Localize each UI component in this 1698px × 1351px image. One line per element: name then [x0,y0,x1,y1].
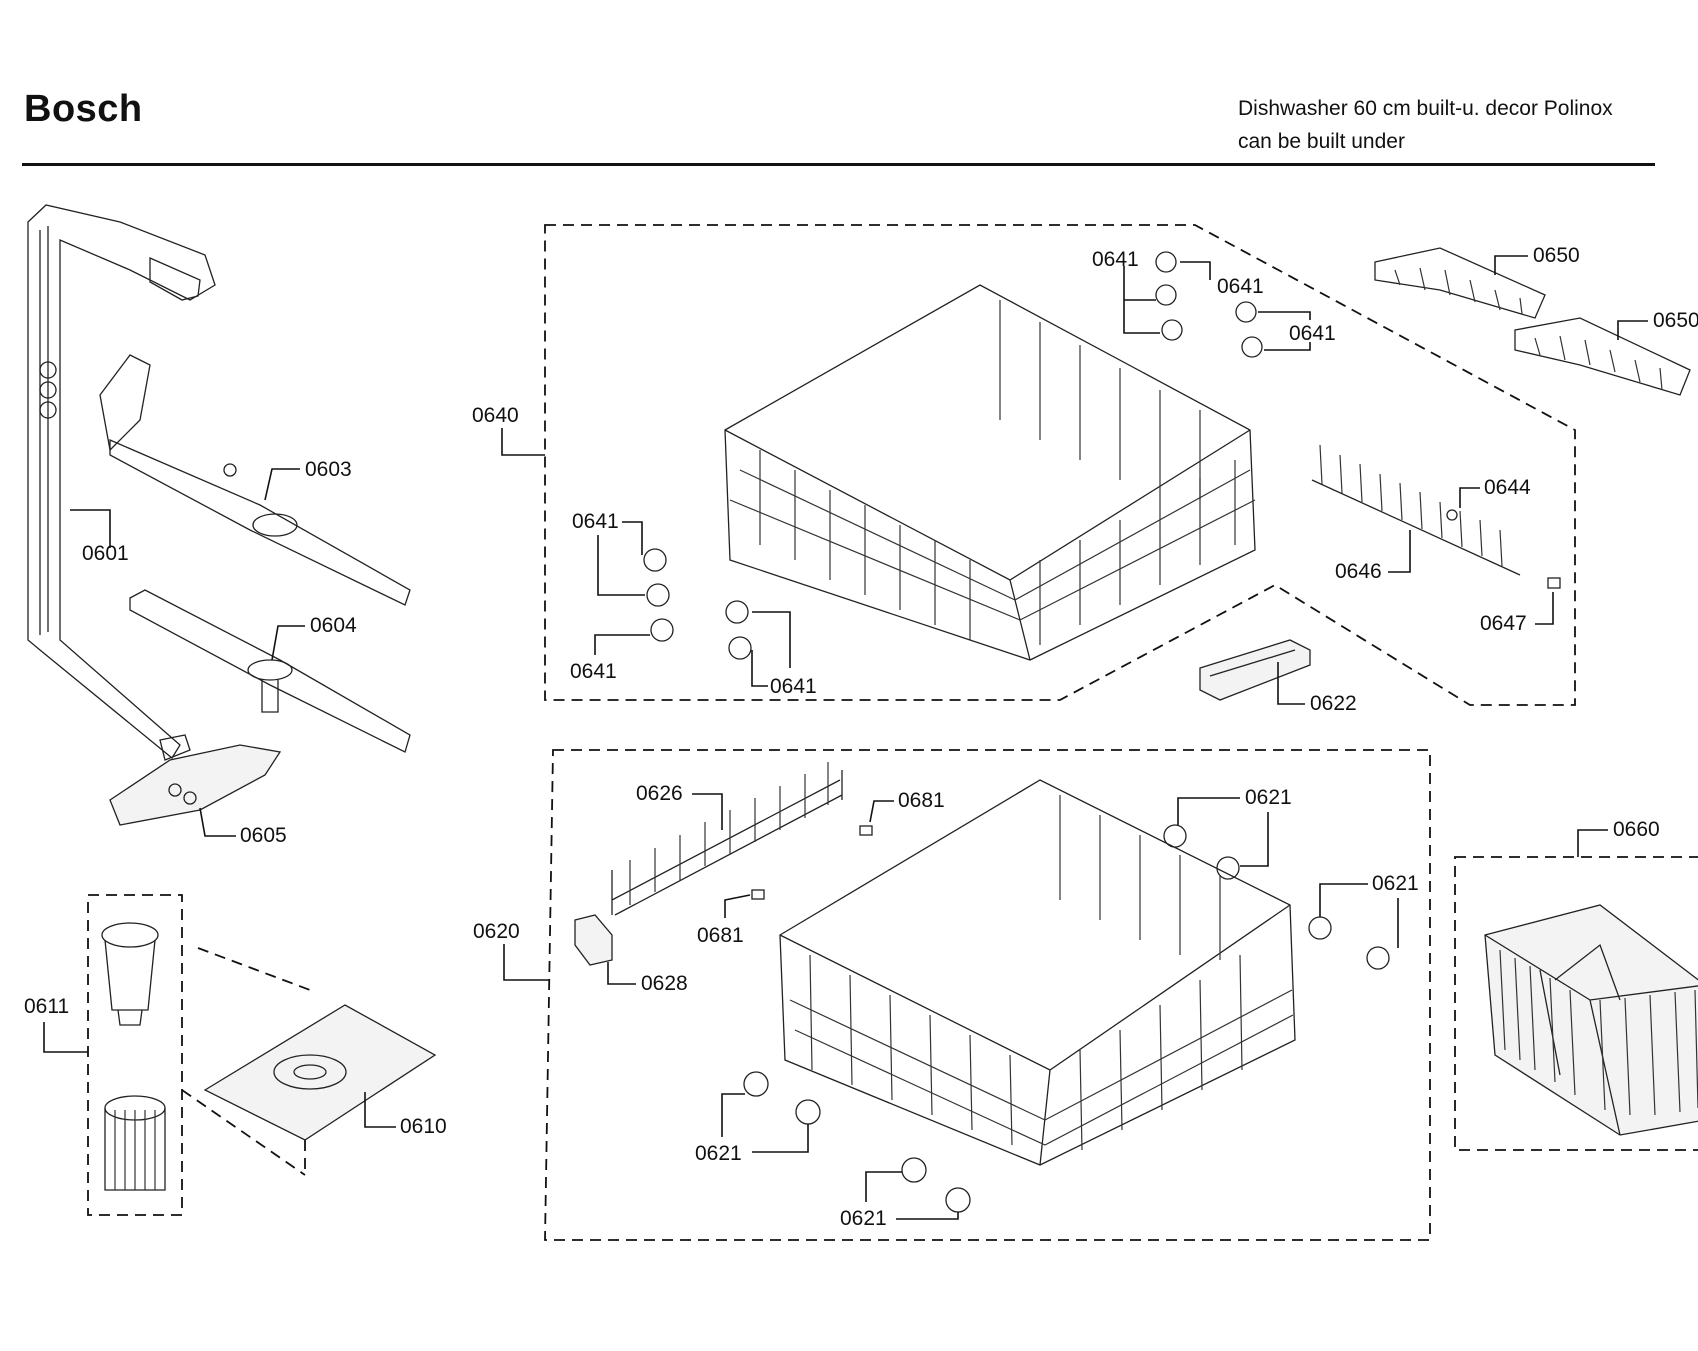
label-0621-c: 0621 [695,1142,742,1165]
label-0621-a: 0621 [1245,786,1292,809]
leader-0605 [199,807,236,837]
part-0647-clip[interactable] [1547,577,1561,589]
label-0641-e: 0641 [570,660,617,683]
leader-0647 [1535,592,1554,625]
label-0641-a: 0641 [1092,248,1139,271]
brand-title: Bosch [24,88,143,130]
leader-0641-d [597,521,645,596]
label-0650-b: 0650 [1653,309,1698,332]
part-0681-clips[interactable] [751,825,873,900]
leader-0641-c [1258,311,1311,351]
label-0628: 0628 [641,972,688,995]
leader-0621-a [1177,797,1269,867]
label-0601: 0601 [82,542,129,565]
leader-0681-a [869,800,894,823]
group-0660-outline [1454,856,1698,1151]
part-lower-basket[interactable] [779,779,1296,1166]
model-description: Dishwasher 60 cm built-u. decor Polinox … [1238,92,1613,158]
part-0646-folding-tine-row[interactable] [1311,444,1521,576]
group-0640-outline [544,224,1576,706]
label-0641-f: 0641 [770,675,817,698]
label-0641-b: 0641 [1217,275,1264,298]
leader-0610 [364,1092,396,1128]
part-0626-folding-tine-row[interactable] [611,762,843,916]
group-0620-outline [544,749,1431,1241]
part-0641-rollers[interactable] [643,251,1263,660]
label-0660: 0660 [1613,818,1660,841]
leader-0681-b [724,894,751,918]
leader-0604 [271,625,305,661]
part-0601-supply-pipe[interactable] [27,204,216,761]
leader-0603 [264,468,300,501]
part-0605-micro-filter-cover[interactable] [109,744,282,826]
label-0640: 0640 [472,404,519,427]
leader-0628 [607,962,636,985]
label-0647: 0647 [1480,612,1527,635]
label-0621-b: 0621 [1372,872,1419,895]
label-0646: 0646 [1335,560,1382,583]
part-0610-fine-filter[interactable] [181,947,437,1176]
label-0681-b: 0681 [697,924,744,947]
label-0621-d: 0621 [840,1207,887,1230]
label-0681-a: 0681 [898,789,945,812]
part-0650-cup-shelves[interactable] [1374,247,1691,396]
leader-0611 [43,1022,88,1053]
leader-0646 [1388,530,1411,573]
leader-0621-d [865,1171,959,1220]
leader-0622 [1277,662,1305,705]
part-0644-clip[interactable] [1446,509,1458,521]
leader-0641-a [1123,266,1160,334]
label-0622: 0622 [1310,692,1357,715]
label-0650-a: 0650 [1533,244,1580,267]
label-0641-d: 0641 [572,510,619,533]
leader-0626 [692,793,723,830]
leader-0644 [1459,487,1480,508]
label-0644: 0644 [1484,476,1531,499]
leader-0620 [503,944,550,981]
label-0620: 0620 [473,920,520,943]
part-0621-basket-wheels[interactable] [743,824,1390,1213]
header-rule [22,163,1655,166]
part-upper-basket[interactable] [724,284,1256,661]
leader-0641-f [751,611,791,687]
leader-0641-b [1180,261,1211,280]
label-0611: 0611 [24,995,69,1018]
part-0603-upper-spray-arm[interactable] [99,354,411,606]
label-0603: 0603 [305,458,352,481]
leader-0621-c [721,1093,809,1153]
description-line-1: Dishwasher 60 cm built-u. decor Polinox [1238,97,1613,120]
label-0626: 0626 [636,782,683,805]
part-0604-lower-spray-arm[interactable] [129,589,411,753]
leader-0640 [501,428,545,456]
leader-0660 [1577,829,1608,857]
leader-0650-a [1494,255,1528,275]
leader-0650-b [1617,320,1648,340]
description-line-2: can be built under [1238,130,1405,153]
leader-0621-b [1319,883,1399,948]
label-0641-c: 0641 [1289,322,1336,345]
label-0605: 0605 [240,824,287,847]
part-0660-cutlery-basket[interactable] [1484,904,1698,1136]
part-0611-filter-assembly[interactable] [87,894,183,1216]
part-0622-basket-handle[interactable] [1199,639,1311,701]
leader-0641-e [594,634,650,655]
label-0604: 0604 [310,614,357,637]
label-0610: 0610 [400,1115,447,1138]
part-0628-tine-holder[interactable] [574,914,613,966]
leader-0601 [70,509,111,548]
